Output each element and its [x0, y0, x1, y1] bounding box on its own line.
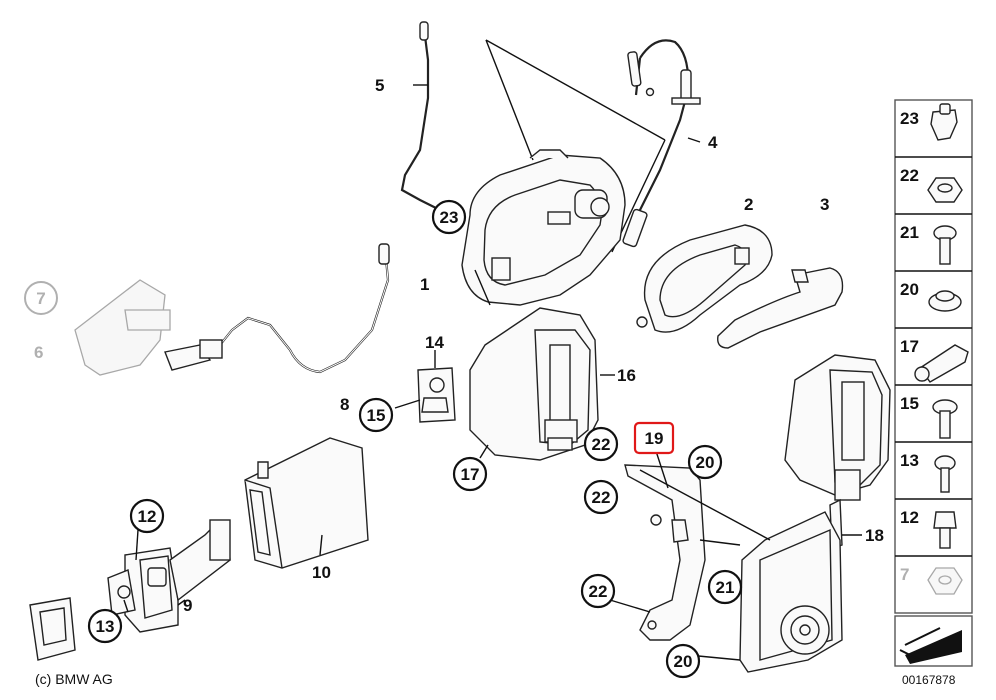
legend-column: 23 22 21 20 17 15 13 12 7 [894, 99, 973, 614]
callout-12-text: 12 [138, 507, 157, 526]
label-part-9: 9 [183, 596, 192, 615]
door-lock-part-16 [469, 307, 615, 461]
torx-screw-icon [932, 399, 958, 439]
legend-label-1: 22 [900, 166, 919, 185]
callout-22c-text: 22 [589, 582, 608, 601]
door-lock-part-18 [739, 354, 891, 673]
callout-15: 15 [358, 397, 394, 433]
callout-21-text: 21 [716, 578, 735, 597]
handle-cover-part-2 [636, 224, 773, 333]
cable-rod-part-5 [400, 21, 441, 211]
door-check-part-9 [107, 519, 231, 633]
short-screw-icon [934, 455, 956, 493]
screw-icon [933, 225, 957, 265]
grommet-cover [29, 597, 76, 661]
label-part-14: 14 [425, 333, 444, 352]
wire-harness-part-8 [164, 243, 390, 374]
legend-label-6: 13 [900, 451, 919, 470]
callout-19-text: 19 [645, 429, 664, 448]
callout-20b-text: 20 [674, 652, 693, 671]
legend-label-5: 15 [900, 394, 919, 413]
label-part-16: 16 [617, 366, 636, 385]
callout-22-b: 22 [583, 479, 619, 515]
label-part-1: 1 [420, 275, 429, 294]
callout-7: 7 [24, 281, 58, 315]
bowden-cable-part-4 [622, 39, 701, 248]
seal-cover-part-10 [244, 437, 369, 569]
flange-nut-icon [927, 567, 963, 595]
callout-19-highlighted: 19 [633, 421, 675, 455]
callout-23-top: 23 [431, 199, 467, 235]
label-part-6: 6 [34, 343, 43, 362]
bracket-part-19 [609, 447, 771, 661]
reference-lines [413, 39, 701, 253]
callout-23-text: 23 [440, 208, 459, 227]
callout-20-a: 20 [687, 444, 723, 480]
callout-13: 13 [87, 608, 123, 644]
striker-part-14 [394, 350, 456, 423]
handle-carrier-part-1 [461, 149, 626, 306]
nut-icon [927, 177, 963, 203]
bushing-icon [928, 290, 962, 312]
callout-20-b: 20 [665, 643, 701, 679]
callout-17-text: 17 [461, 465, 480, 484]
diagram-reference-number: 00167878 [902, 673, 956, 687]
label-part-10: 10 [312, 563, 331, 582]
label-part-8: 8 [340, 395, 349, 414]
label-part-2: 2 [744, 195, 753, 214]
orientation-arrow-box [894, 615, 973, 667]
callout-12: 12 [129, 498, 165, 534]
label-part-5: 5 [375, 76, 384, 95]
callout-22a-text: 22 [592, 435, 611, 454]
callout-22-c: 22 [580, 573, 616, 609]
callout-22b-text: 22 [592, 488, 611, 507]
label-part-3: 3 [820, 195, 829, 214]
door-handle-part-3 [717, 267, 844, 349]
legend-label-7: 12 [900, 508, 919, 527]
copyright-text: (c) BMW AG [35, 671, 113, 687]
callout-15-text: 15 [367, 406, 386, 425]
legend-label-8: 7 [900, 565, 909, 584]
callout-22-a: 22 [583, 426, 619, 462]
legend-label-2: 21 [900, 223, 919, 242]
callout-20a-text: 20 [696, 453, 715, 472]
cover-part-6 [74, 279, 171, 376]
callout-21: 21 [707, 569, 743, 605]
hex-bolt-icon [933, 511, 957, 549]
legend-label-4: 17 [900, 337, 919, 356]
callout-13-text: 13 [96, 617, 115, 636]
clip-icon [930, 103, 958, 141]
legend-label-3: 20 [900, 280, 919, 299]
legend-label-0: 23 [900, 109, 919, 128]
label-part-4: 4 [708, 133, 718, 152]
callout-7-text: 7 [36, 289, 45, 308]
callout-17: 17 [452, 456, 488, 492]
grommet-icon [914, 344, 969, 383]
label-part-18: 18 [865, 526, 884, 545]
